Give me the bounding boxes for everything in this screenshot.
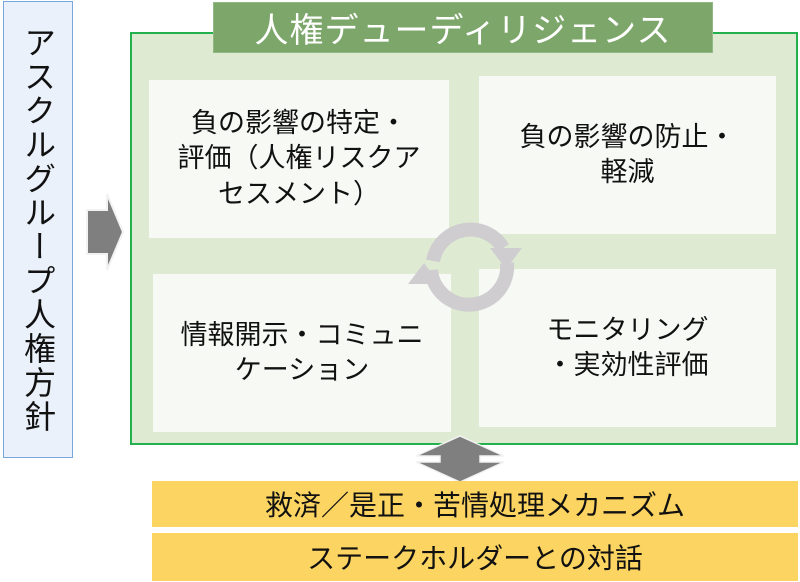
step-text: ケーション [234,355,370,386]
policy-box: アスクルグループ人権方針 [3,1,73,458]
step-text: モニタリング [546,314,709,346]
step-text: 軽減 [600,157,655,188]
step-text: セスメント） [218,178,380,210]
due-diligence-title: 人権デューディリジェンス [213,2,713,53]
remedy-mechanism-bar: 救済／是正・苦情処理メカニズム [152,481,798,527]
step-text: 負の影響の防止・ [519,121,736,153]
step-text: 情報開示・コミュニ [180,319,424,351]
step-prevent-mitigate: 負の影響の防止・ 軽減 [479,76,776,234]
step-text: 評価（人権リスクア [177,143,421,175]
cycle-arrows-icon [408,222,522,312]
stakeholder-dialogue-bar: ステークホルダーとの対話 [152,533,798,581]
step-text: ・実効性評価 [546,350,709,381]
bidirectional-arrow-icon [415,435,505,483]
right-arrow-icon [86,193,125,271]
step-disclosure-communication: 情報開示・コミュニ ケーション [153,274,451,432]
step-identify-assess: 負の影響の特定・ 評価（人権リスクア セスメント） [149,80,449,238]
step-text: 負の影響の特定・ [191,108,407,140]
step-monitoring-evaluation: モニタリング ・実効性評価 [479,269,776,427]
policy-label: アスクルグループ人権方針 [19,25,57,434]
